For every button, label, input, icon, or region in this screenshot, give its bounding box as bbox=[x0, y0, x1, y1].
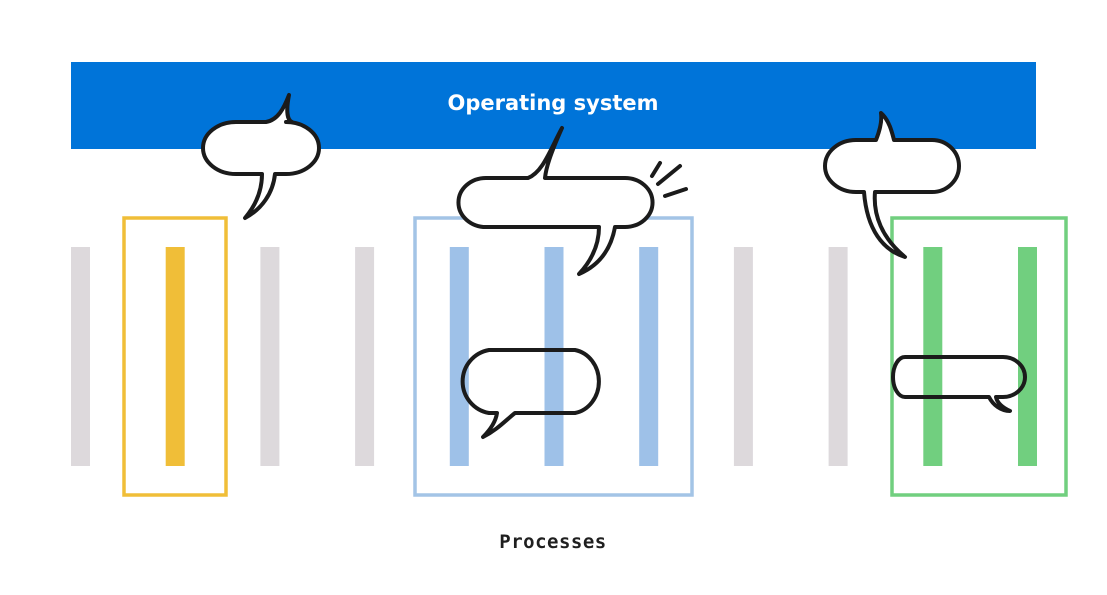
processes-label: Processes bbox=[499, 531, 606, 553]
idle-process-bar bbox=[733, 247, 753, 466]
speech-bubble-icon bbox=[823, 111, 961, 259]
idle-process-bar bbox=[71, 247, 90, 466]
idle-process-bar bbox=[355, 247, 375, 466]
speech-bubble-icon bbox=[201, 93, 321, 220]
green-process-thread-bar bbox=[1018, 247, 1037, 466]
idle-process-bar bbox=[828, 247, 848, 466]
speech-bubble-icon bbox=[456, 126, 655, 276]
idle-process-bar bbox=[260, 247, 280, 466]
operating-system-label: Operating system bbox=[447, 91, 658, 115]
speech-bubble-icon bbox=[891, 355, 1027, 413]
blue-process-thread-bar bbox=[449, 247, 469, 466]
yellow-process-thread-bar bbox=[165, 247, 185, 466]
blue-process-thread-bar bbox=[639, 247, 659, 466]
yellow-process-frame bbox=[122, 216, 228, 497]
burst-lines-icon bbox=[650, 161, 688, 198]
blue-process-thread-bar bbox=[544, 247, 564, 466]
speech-bubble-icon bbox=[460, 348, 601, 439]
green-process-frame bbox=[890, 216, 1068, 497]
